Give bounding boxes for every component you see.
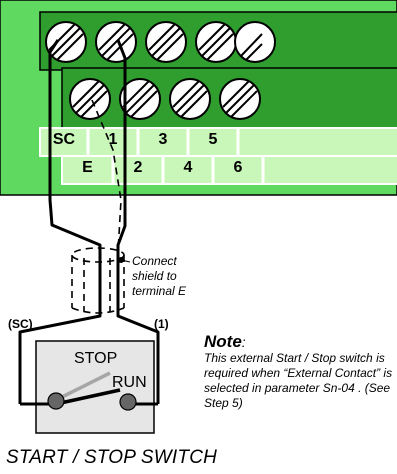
screw-3 [145,21,187,63]
screw-7-partial [234,21,276,63]
screw-5 [195,21,237,63]
run-contact-arm [55,388,121,406]
switch-pivot-left [47,392,65,410]
stop-label: STOP [74,350,118,367]
screw-sc [45,21,87,63]
terminal-label-3: 3 [158,131,168,148]
terminal-label-6: 6 [233,159,243,176]
switch-contact-right [119,393,137,411]
terminal-label-1: 1 [108,131,118,148]
shield-drain-wire [91,99,122,253]
run-label: RUN [112,374,147,391]
screw-4 [169,78,211,120]
terminal-label-5: 5 [208,131,218,148]
shield-leader [120,259,131,263]
stop-contact-arm [55,371,111,402]
note-heading: Note: [204,332,246,352]
shield-note: Connect shield to terminal E [132,254,187,298]
label-strip-bottom [61,155,397,185]
wire-sc [18,39,102,404]
screw-e [69,78,111,120]
diagram-caption: START / STOP SWITCH [6,447,218,468]
screw-2 [119,78,161,120]
terminal-label-sc: SC [52,131,76,148]
terminal-label-2: 2 [133,159,143,176]
shield-sheath [71,247,125,314]
note-title-colon: : [241,334,246,350]
screw-1 [95,21,137,63]
wire-tag-sc: (SC) [8,317,33,331]
note-body: This external Start / Stop switch is req… [204,351,393,410]
switch-box [35,340,155,434]
terminal-label-e: E [82,159,93,176]
note-title: Note [204,332,242,351]
wire-tag-1: (1) [154,317,169,331]
screw-6 [219,78,261,120]
terminal-label-4: 4 [183,159,193,176]
